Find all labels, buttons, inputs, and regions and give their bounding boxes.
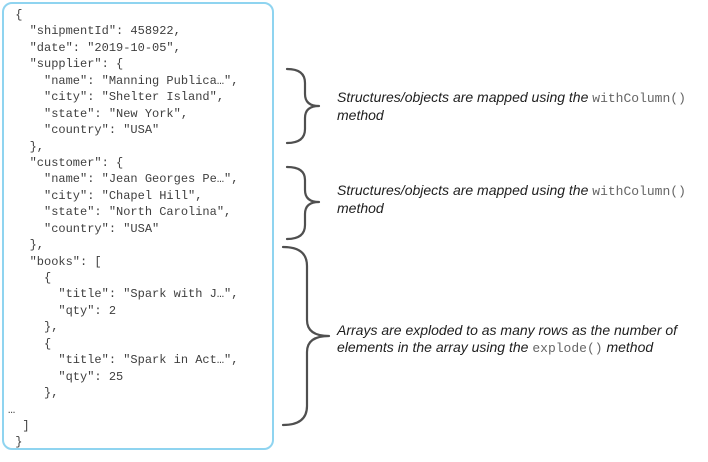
annotation-supplier-note: Structures/objects are mapped using the … xyxy=(337,89,708,124)
annotation-code-term: withColumn() xyxy=(592,91,686,106)
annotation-code-term: explode() xyxy=(532,341,603,356)
annotation-books-note: Arrays are exploded to as many rows as t… xyxy=(337,322,708,357)
annotation-text: method xyxy=(602,339,654,355)
annotation-text: Arrays are exploded to as many rows as t… xyxy=(337,322,678,355)
curly-brace-supplier-icon xyxy=(285,67,321,145)
json-code: { "shipmentId": 458922, "date": "2019-10… xyxy=(8,8,239,450)
annotation-text: Structures/objects are mapped using the xyxy=(337,89,593,105)
annotation-text: method xyxy=(337,107,384,123)
curly-brace-customer-icon xyxy=(285,165,321,241)
annotation-code-term: withColumn() xyxy=(592,184,686,199)
annotation-customer-note: Structures/objects are mapped using the … xyxy=(337,182,708,217)
json-code-panel: { "shipmentId": 458922, "date": "2019-10… xyxy=(2,2,274,450)
annotation-text: Structures/objects are mapped using the xyxy=(337,182,593,198)
curly-brace-books-icon xyxy=(281,245,331,427)
annotation-text: method xyxy=(337,200,384,216)
